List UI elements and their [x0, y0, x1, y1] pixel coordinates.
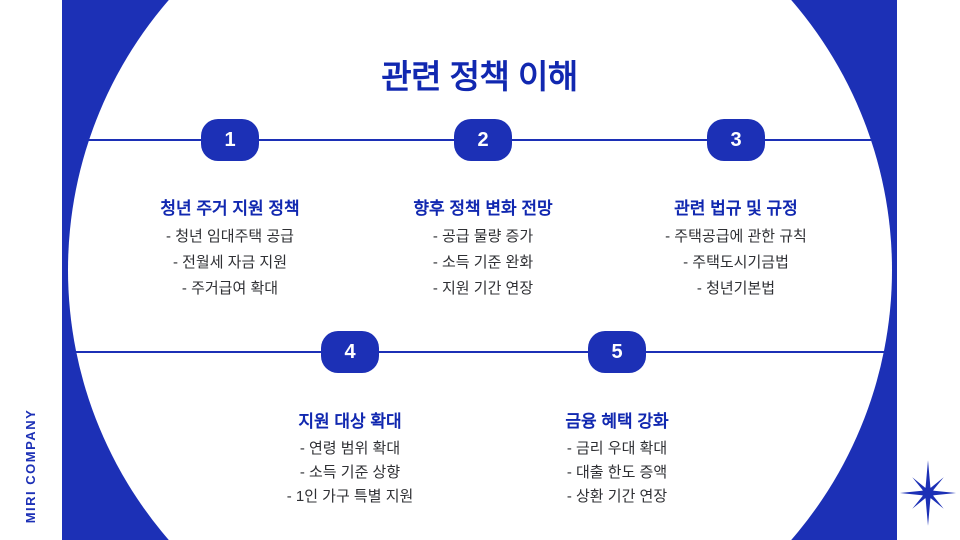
list-item: - 대출 한도 증액	[566, 464, 668, 481]
section-heading-5: 금융 혜택 강화	[565, 412, 669, 431]
list-item: - 지원 기간 연장	[432, 280, 534, 297]
list-item: - 주택도시기금법	[683, 254, 789, 271]
section-heading-3: 관련 법규 및 규정	[674, 199, 798, 218]
list-item: - 1인 가구 특별 지원	[286, 488, 414, 505]
slide-title: 관련 정책 이해	[381, 58, 578, 95]
list-item: - 전월세 자금 지원	[172, 254, 288, 271]
brand-label: MIRI COMPANY	[23, 408, 38, 524]
section-items-1: - 청년 임대주택 공급 - 전월세 자금 지원 - 주거급여 확대	[166, 224, 294, 302]
list-item: - 소득 기준 완화	[432, 254, 534, 271]
step-badge-3: 3	[707, 119, 765, 161]
section-items-3: - 주택공급에 관한 규칙 - 주택도시기금법 - 청년기본법	[665, 224, 807, 302]
list-item: - 소득 기준 상향	[299, 464, 401, 481]
list-item: - 주택공급에 관한 규칙	[665, 228, 807, 245]
list-item: - 금리 우대 확대	[566, 440, 668, 457]
timeline-row2-line	[62, 351, 897, 353]
sparkle-icon	[899, 460, 957, 526]
list-item: - 청년기본법	[696, 280, 776, 297]
section-items-2: - 공급 물량 증가 - 소득 기준 완화 - 지원 기간 연장	[433, 224, 533, 302]
step-badge-2: 2	[454, 119, 512, 161]
section-items-5: - 금리 우대 확대 - 대출 한도 증액 - 상환 기간 연장	[567, 437, 667, 509]
list-item: - 주거급여 확대	[181, 280, 279, 297]
list-item: - 공급 물량 증가	[432, 228, 534, 245]
step-badge-1: 1	[201, 119, 259, 161]
list-item: - 연령 범위 확대	[299, 440, 401, 457]
step-badge-4: 4	[321, 331, 379, 373]
section-heading-2: 향후 정책 변화 전망	[413, 199, 553, 218]
list-item: - 상환 기간 연장	[566, 488, 668, 505]
background-circle	[68, 0, 892, 540]
list-item: - 청년 임대주택 공급	[166, 228, 294, 245]
section-items-4: - 연령 범위 확대 - 소득 기준 상향 - 1인 가구 특별 지원	[287, 437, 414, 509]
section-heading-1: 청년 주거 지원 정책	[160, 199, 300, 218]
step-badge-5: 5	[588, 331, 646, 373]
section-heading-4: 지원 대상 확대	[298, 412, 402, 431]
